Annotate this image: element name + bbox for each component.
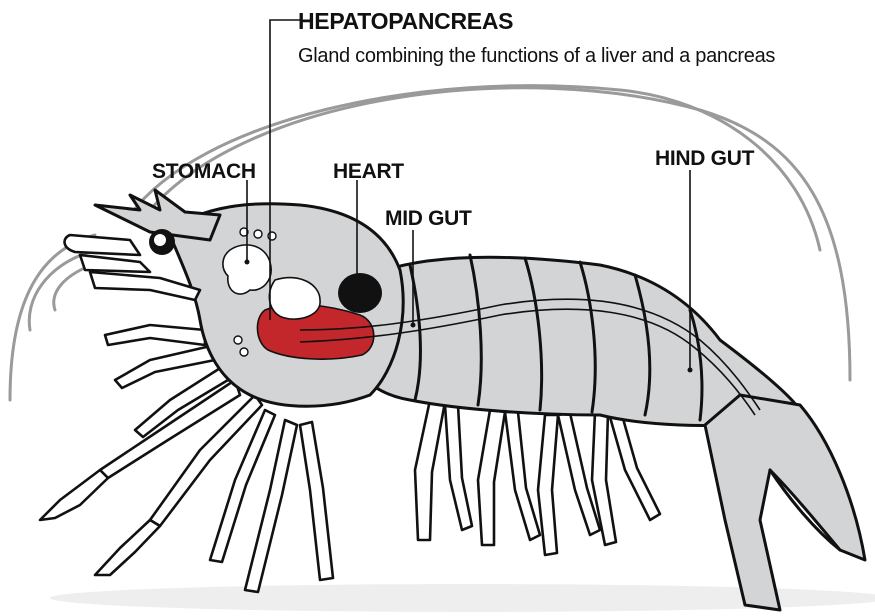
hepatopancreas-label: HEPATOPANCREAS <box>298 8 513 34</box>
hind-gut-label: HIND GUT <box>655 147 755 170</box>
swimmerets <box>415 400 660 555</box>
heart-label: HEART <box>333 160 404 183</box>
tail-fan <box>705 395 865 610</box>
stomach-label: STOMACH <box>152 160 256 183</box>
eye <box>149 229 175 255</box>
heart-organ <box>338 273 382 313</box>
mid-gut-label: MID GUT <box>385 207 472 230</box>
hepatopancreas-description: Gland combining the functions of a liver… <box>298 45 775 67</box>
